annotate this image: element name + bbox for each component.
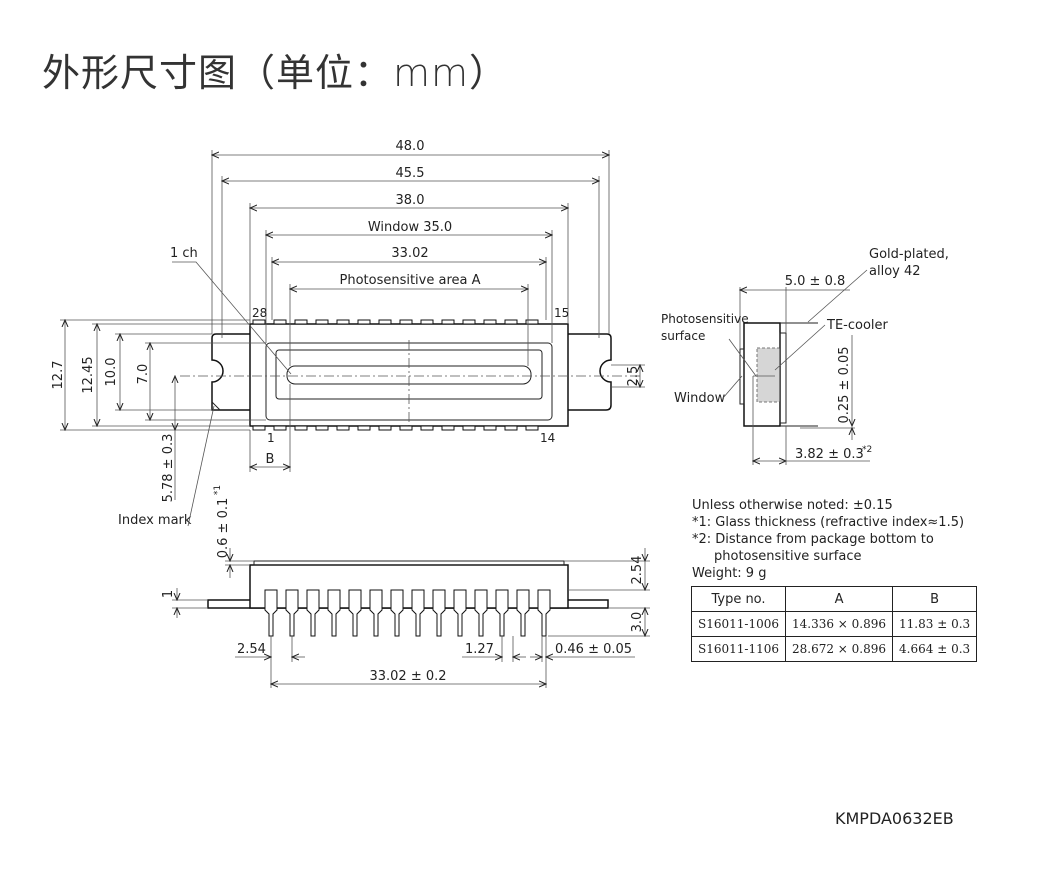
top-view: 48.0 45.5 38.0 Window 35.0 33.02 Photose… [51,139,645,528]
bottom-pins [252,425,539,431]
table-cell: 28.672 × 0.896 [784,636,894,662]
label-gold-plated-1: Gold-plated, [869,247,949,262]
dim-photo-area: Photosensitive area A [339,273,480,288]
table-row: S16011-1006 14.336 × 0.896 11.83 ± 0.3 [691,611,978,637]
dim-33-02-tol: 33.02 ± 0.2 [369,669,446,684]
table-cell: 11.83 ± 0.3 [892,611,978,637]
dim-2-54: 2.54 [237,642,266,657]
table-header-b: B [892,586,978,612]
label-window: Window [674,391,726,406]
dim-12-45: 12.45 [81,356,96,393]
dim-window: Window 35.0 [368,220,452,235]
label-photo-surface-1: Photosensitive [661,312,749,326]
page-title: 外形尺寸图（单位：mm） [42,51,509,95]
label-index-mark: Index mark [118,513,192,528]
side-window [739,348,745,405]
dim-5-0: 5.0 ± 0.8 [785,274,846,289]
note-line-3: *2: Distance from package bottom to [692,532,934,547]
dim-3-82-note: *2 [862,445,872,455]
pin-1: 1 [267,431,275,445]
note-line-4: photosensitive surface [714,549,862,564]
dim-48: 48.0 [396,139,425,154]
index-notch [211,401,221,411]
table-header-row: Type no. A B [691,586,978,612]
dim-0-46: 0.46 ± 0.05 [555,642,632,657]
dim-3-82: 3.82 ± 0.3 [795,447,864,462]
pin-14: 14 [540,431,555,445]
dim-2-5: 2.5 [626,366,641,387]
table-cell: 14.336 × 0.896 [784,611,894,637]
side-view: 5.0 ± 0.8 Gold-plated, alloy 42 TE-coole… [661,247,949,465]
pin-15: 15 [554,306,569,320]
table-cell: S16011-1106 [691,636,786,662]
type-table: Type no. A B S16011-1006 14.336 × 0.896 … [691,586,978,662]
dim-B: B [266,452,275,467]
dim-12-7: 12.7 [51,361,66,390]
te-cooler-shape [756,347,781,403]
table-cell: S16011-1006 [691,611,786,637]
dim-0-6-note: *1 [213,485,223,495]
table-header-a: A [784,586,894,612]
note-line-5: Weight: 9 g [692,566,767,581]
dim-10: 10.0 [104,358,119,387]
ceramic-body [249,323,569,427]
label-1ch: 1 ch [170,246,198,261]
dim-3-0: 3.0 [630,612,645,633]
dim-45-5: 45.5 [396,166,425,181]
dim-1: 1 [161,590,176,598]
note-line-2: *1: Glass thickness (refractive index≈1.… [692,515,965,530]
front-pins [264,589,551,637]
dim-0-6: 0.6 ± 0.1 [216,498,231,559]
dim-2-54-v: 2.54 [630,556,645,585]
table-header-type: Type no. [691,586,786,612]
note-line-1: Unless otherwise noted: ±0.15 [692,498,893,513]
label-photo-surface-2: surface [661,329,705,343]
top-pins [252,319,539,325]
front-view: 0.6 ± 0.1 *1 1 2.54 3.0 2.54 1.27 [161,485,650,688]
dim-1-27: 1.27 [465,642,494,657]
label-gold-plated-2: alloy 42 [869,264,921,279]
pin-28: 28 [252,306,267,320]
dim-0-25: 0.25 ± 0.05 [837,346,852,423]
front-glass [253,560,565,566]
dim-5-78: 5.78 ± 0.3 [161,434,176,503]
notes-block: Unless otherwise noted: ±0.15 *1: Glass … [692,497,964,582]
front-body [249,564,569,609]
table-cell: 4.664 ± 0.3 [892,636,978,662]
dim-33-02: 33.02 [391,246,428,261]
dim-38: 38.0 [396,193,425,208]
dim-7: 7.0 [136,364,151,385]
label-te-cooler: TE-cooler [826,318,889,333]
table-row: S16011-1106 28.672 × 0.896 4.664 ± 0.3 [691,636,978,662]
document-code: KMPDA0632EB [835,809,954,828]
